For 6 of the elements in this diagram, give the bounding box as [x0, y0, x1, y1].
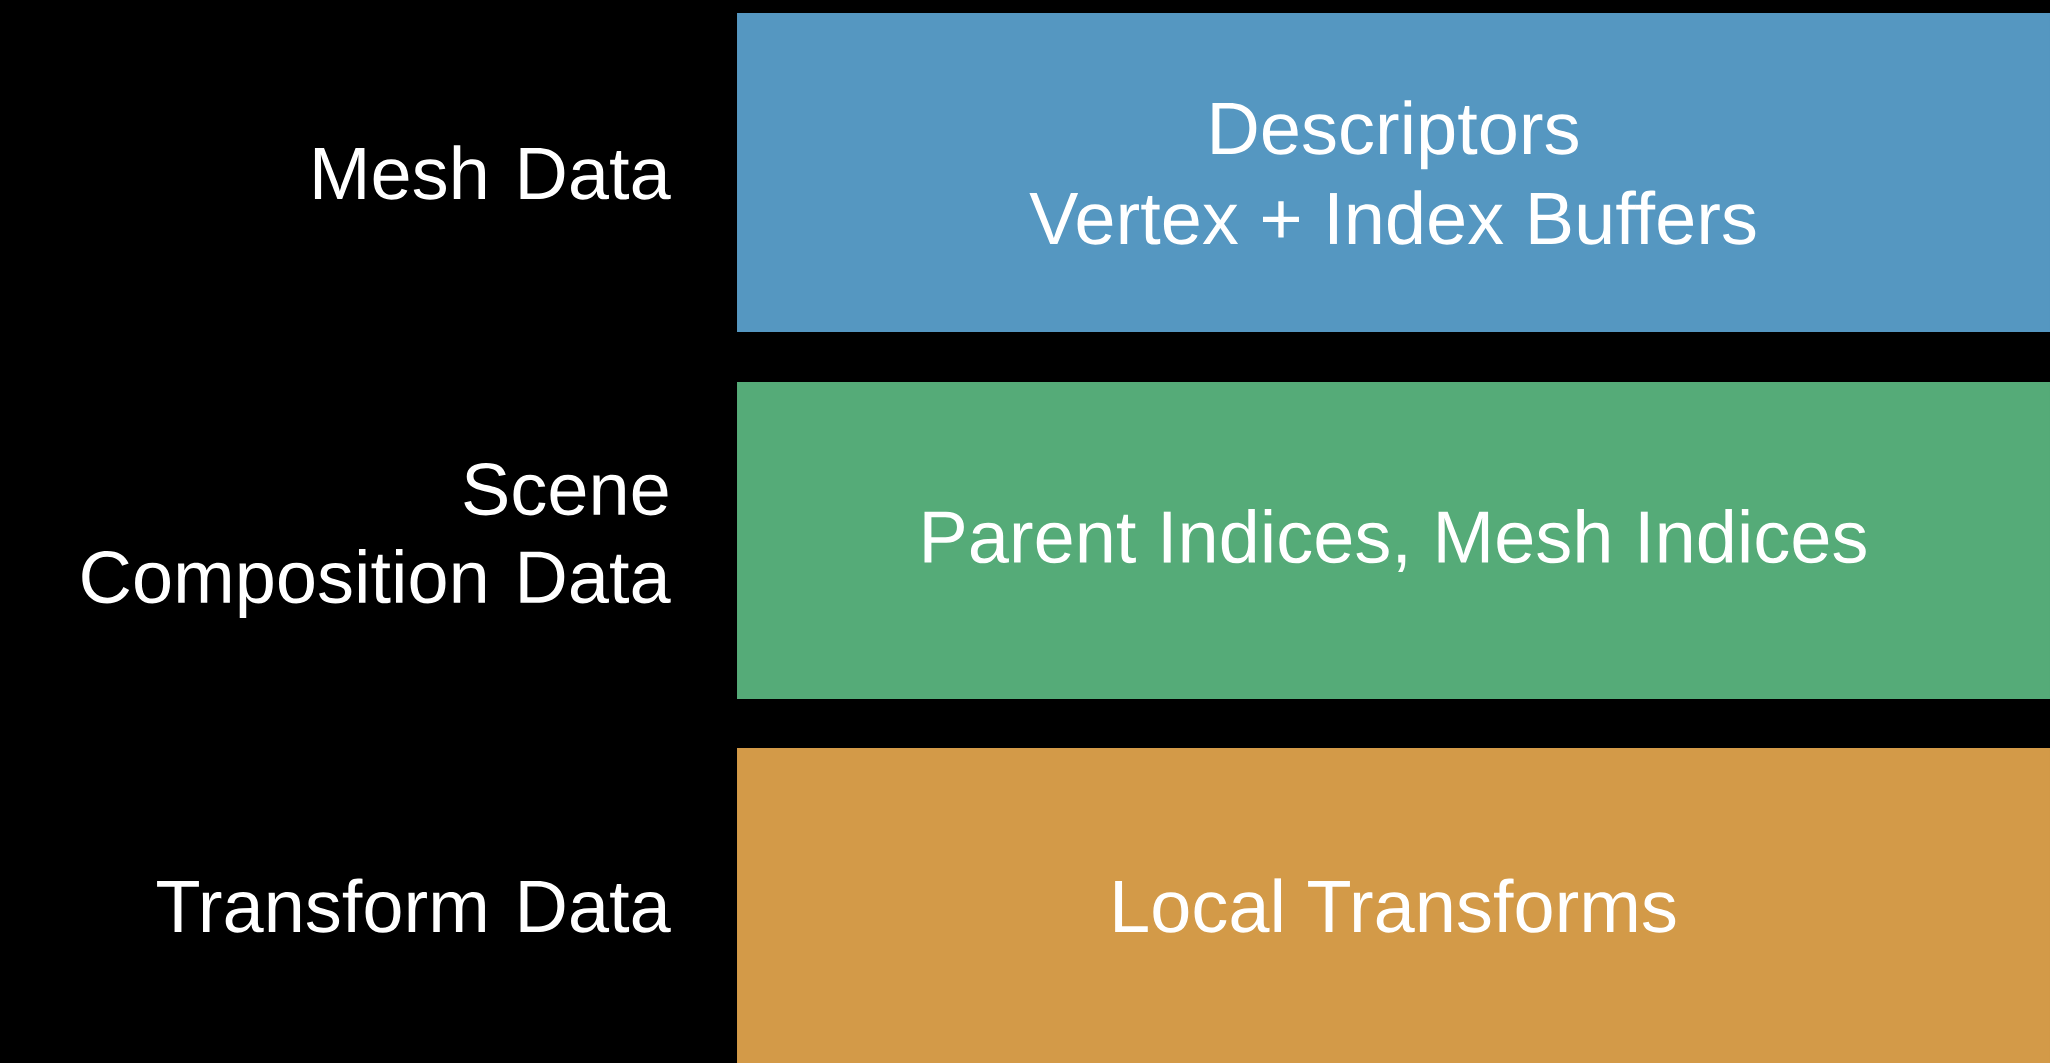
data-band: Descriptors Vertex + Index Buffers: [737, 13, 2050, 332]
data-band: Parent Indices, Mesh Indices: [737, 382, 2050, 699]
row-heading: Scene Composition Data: [82, 463, 671, 618]
row-heading: Mesh Data: [314, 145, 671, 200]
data-band: Local Transforms: [737, 748, 2050, 1063]
row-heading: Transform Data: [157, 878, 671, 933]
